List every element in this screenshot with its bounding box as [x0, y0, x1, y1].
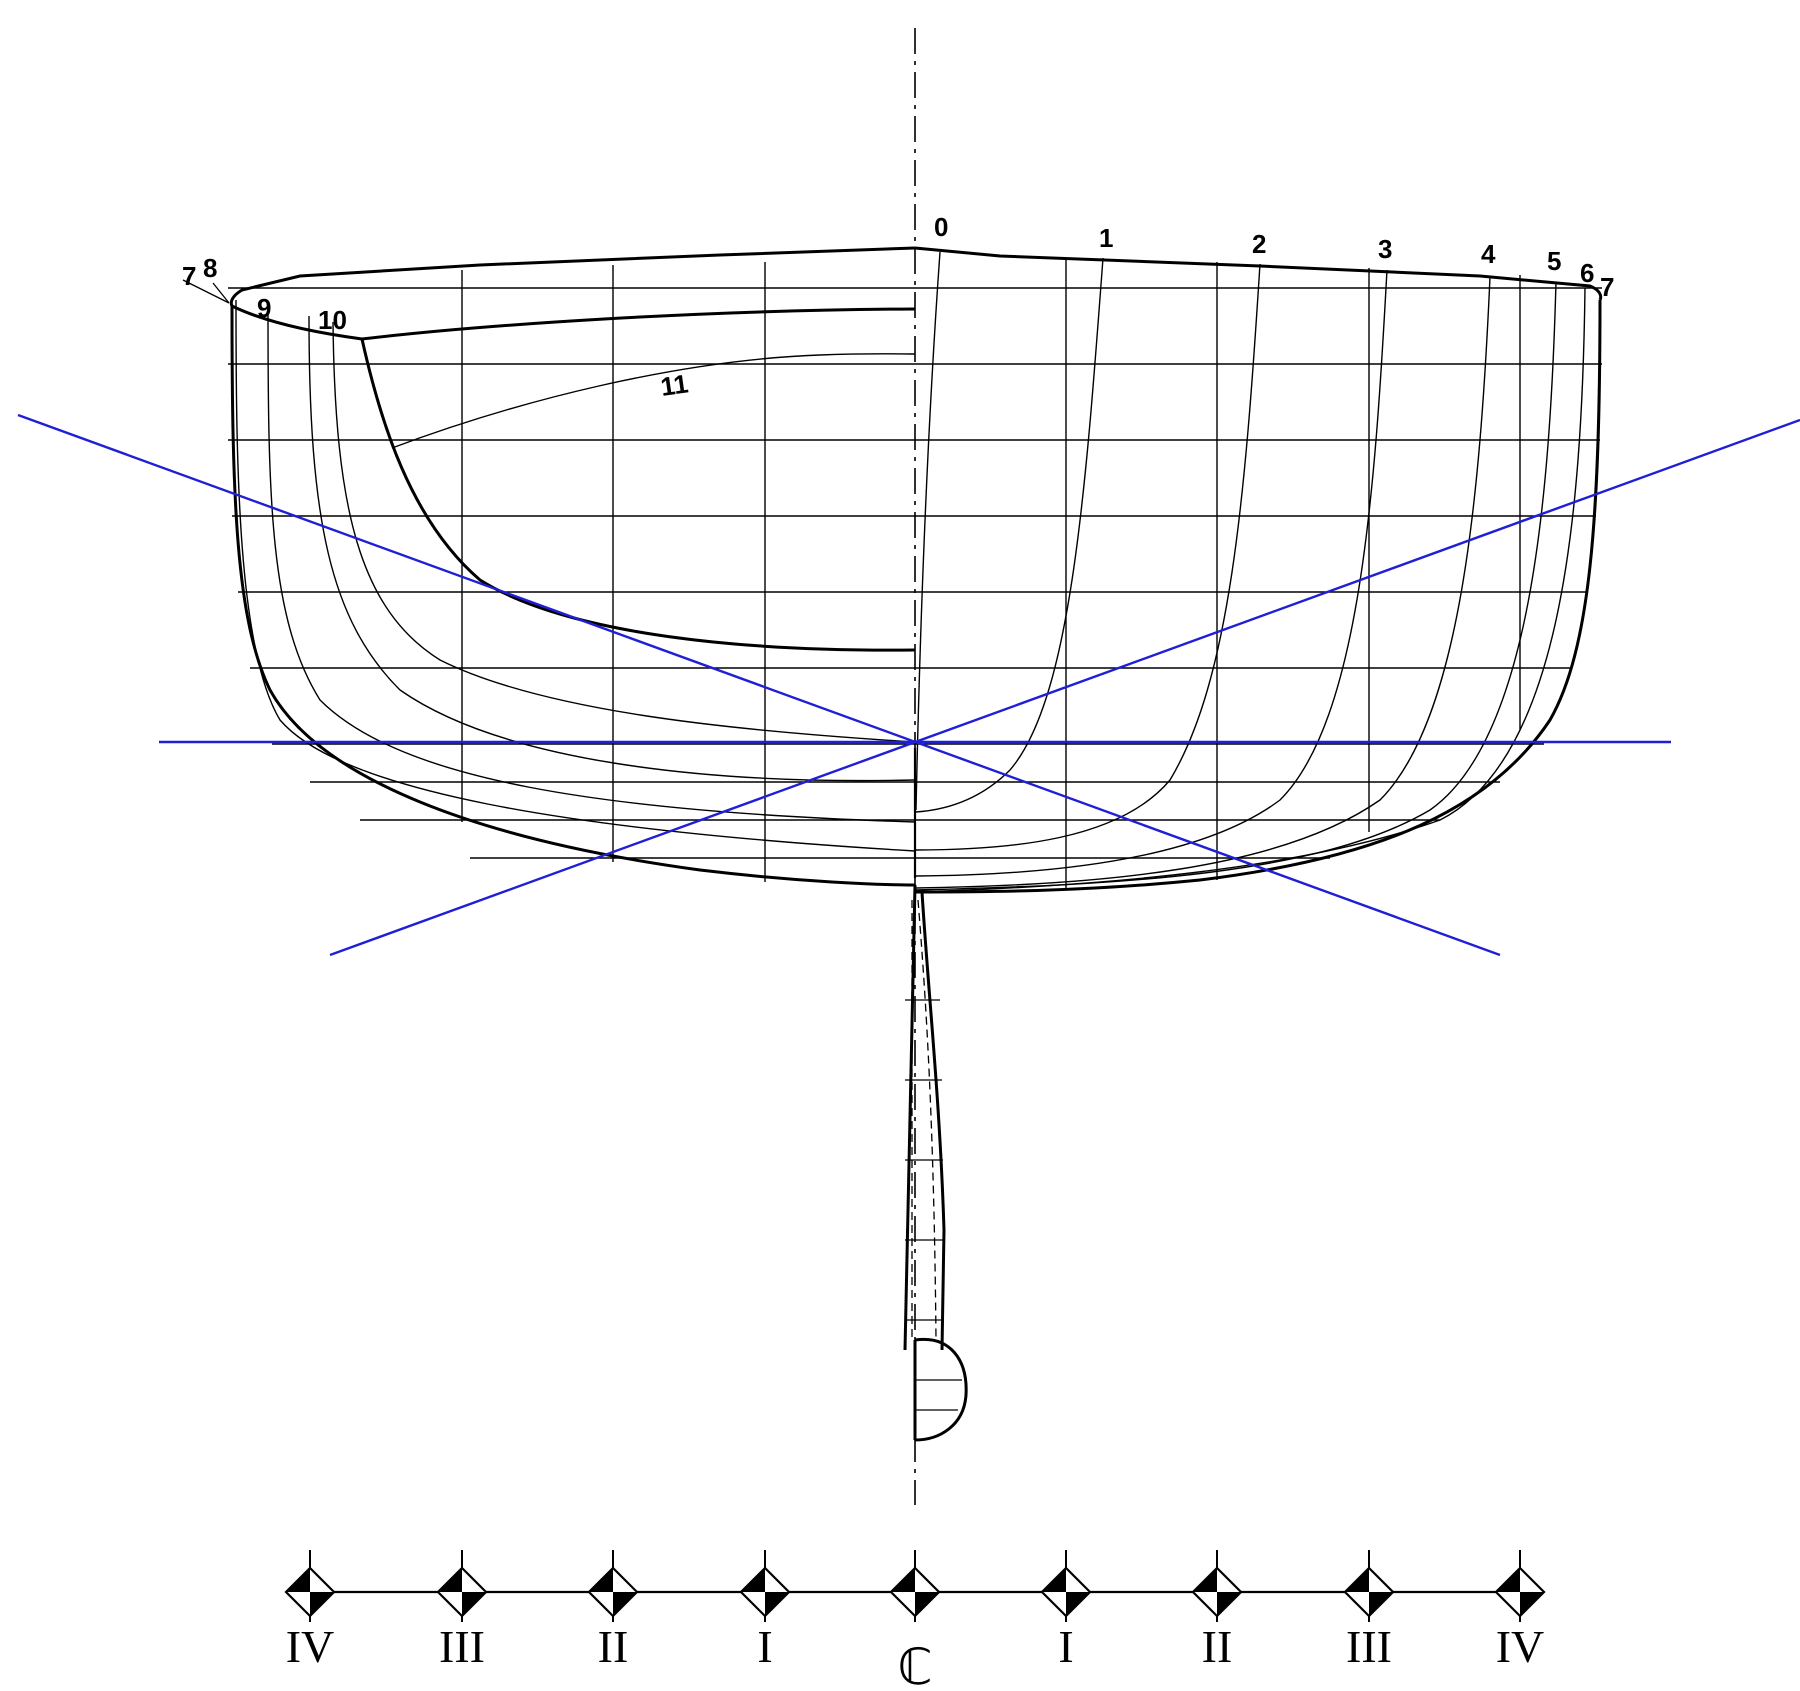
station-label: 5 — [1547, 246, 1561, 276]
buttock-label: I — [757, 1621, 772, 1672]
centerline-label: ℂ — [898, 1639, 933, 1691]
diagonal-lines — [17, 413, 1800, 957]
station-label: 2 — [1252, 229, 1266, 259]
waterline-grid — [228, 287, 1602, 859]
half-filled-diamond-marker-icon — [1191, 1550, 1243, 1622]
hull-outline — [230, 299, 1602, 894]
half-filled-diamond-marker-icon — [739, 1550, 791, 1622]
station-label: 0 — [934, 212, 948, 242]
buttock-label: III — [1346, 1621, 1392, 1672]
buttock-markers — [284, 1550, 1546, 1622]
station-label: 7 — [182, 261, 196, 291]
half-filled-diamond-marker-icon — [1343, 1550, 1395, 1622]
buttock-label: II — [598, 1621, 629, 1672]
station-label: 7 — [1600, 272, 1614, 302]
station-labels-starboard: 0 1 2 3 4 5 6 7 — [934, 212, 1614, 302]
station-label: 10 — [318, 305, 347, 335]
buttock-label: I — [1058, 1621, 1073, 1672]
half-filled-diamond-marker-icon — [284, 1550, 336, 1622]
buttock-labels: IV III II I ℂ I II III IV — [286, 1621, 1545, 1691]
buttock-label: IV — [1496, 1621, 1545, 1672]
half-filled-diamond-marker-icon — [889, 1550, 941, 1622]
buttock-label: III — [439, 1621, 485, 1672]
half-filled-diamond-marker-icon — [587, 1550, 639, 1622]
station-label: 9 — [257, 293, 271, 323]
half-filled-diamond-marker-icon — [1494, 1550, 1546, 1622]
half-filled-diamond-marker-icon — [1040, 1550, 1092, 1622]
station-label: 8 — [203, 253, 217, 283]
sheer-and-deck — [229, 246, 1603, 878]
station-label: 1 — [1099, 223, 1113, 253]
keel-fin — [903, 884, 968, 1442]
buttock-label: II — [1202, 1621, 1233, 1672]
station-label: 4 — [1481, 239, 1496, 269]
station-labels-port: 7 8 9 10 11 — [182, 253, 690, 402]
station-label: 6 — [1580, 258, 1594, 288]
station-label: 3 — [1378, 234, 1392, 264]
half-filled-diamond-marker-icon — [436, 1550, 488, 1622]
station-curves-starboard — [915, 251, 1586, 893]
buttock-label: IV — [286, 1621, 335, 1672]
station-label: 11 — [659, 368, 690, 402]
station-curves-port — [235, 299, 916, 852]
